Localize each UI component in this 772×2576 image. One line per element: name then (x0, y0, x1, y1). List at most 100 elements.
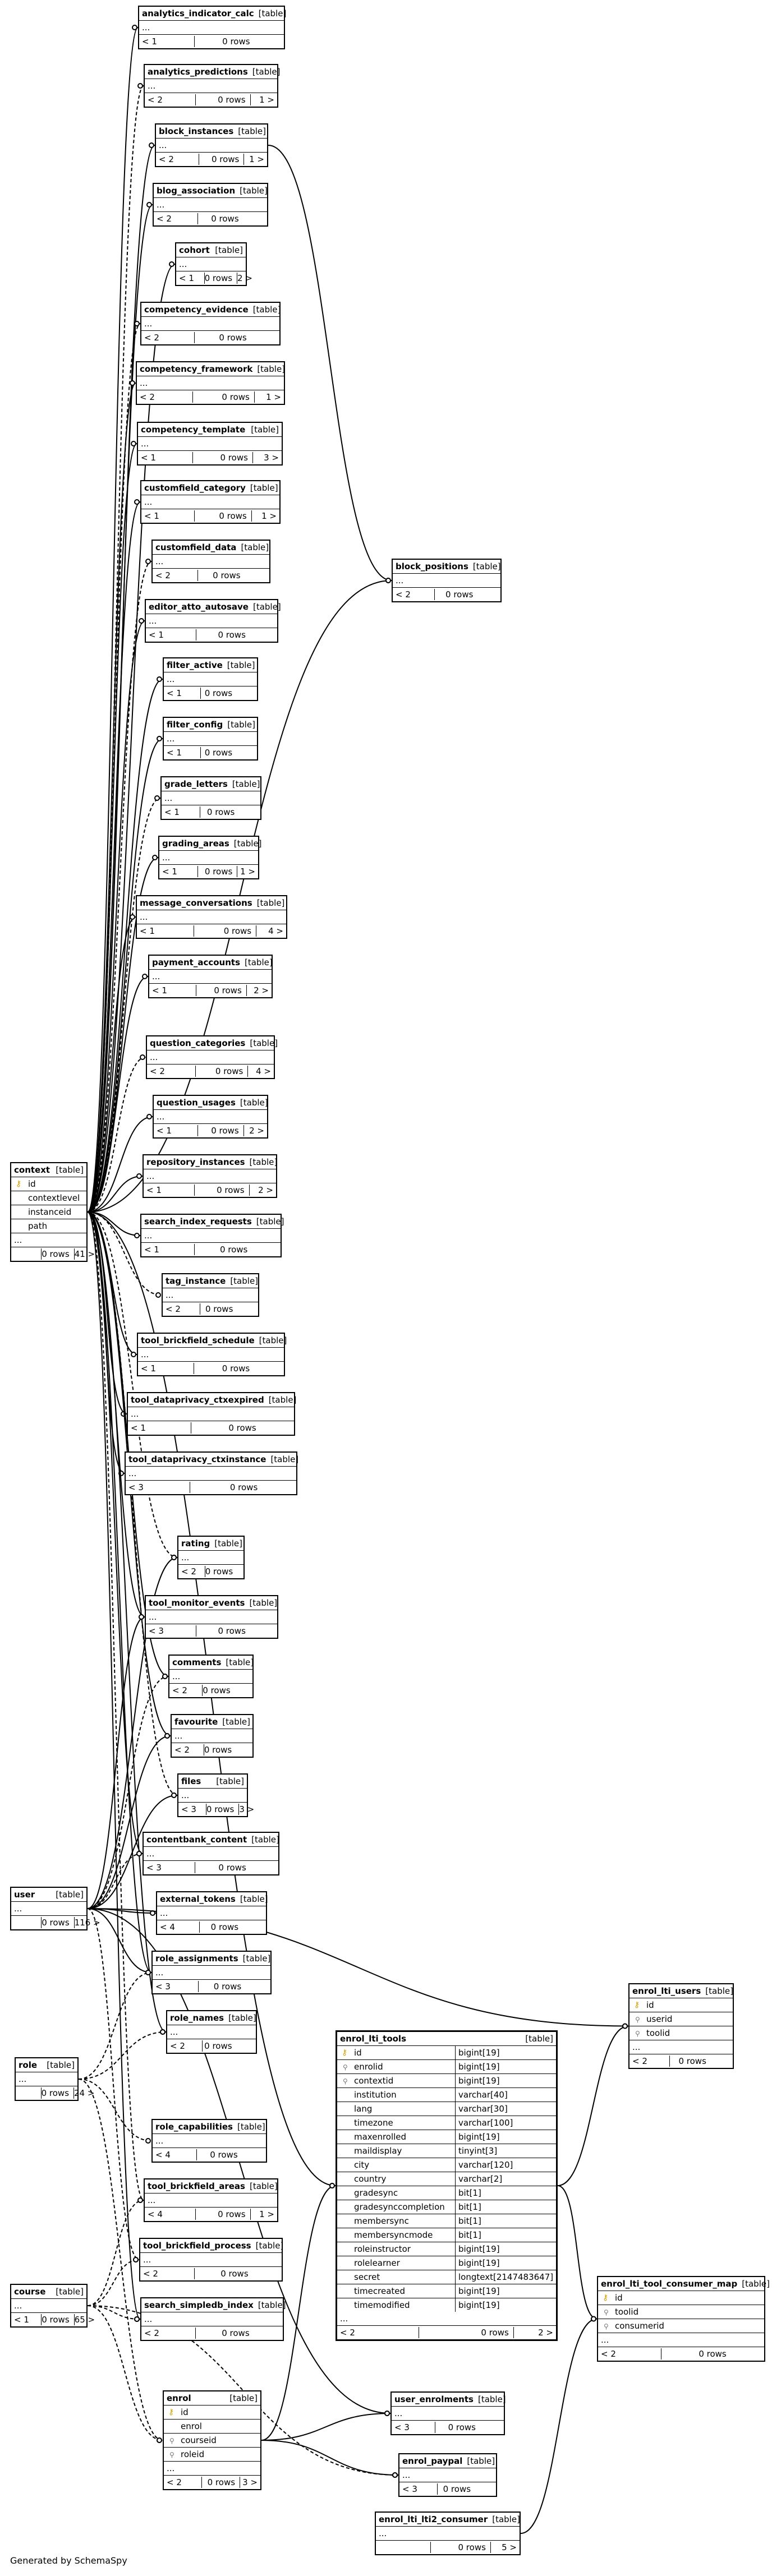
columns-ellipsis: ... (172, 1671, 181, 1681)
edge-end-marker (145, 2138, 151, 2144)
row-count: 0 rows (204, 1566, 237, 1577)
table-name: contentbank_content (146, 1835, 247, 1845)
columns-ellipsis: ... (167, 734, 175, 744)
row-count: 0 rows (435, 2422, 480, 2433)
row-count: 0 rows (193, 925, 256, 937)
edge-end-marker (139, 1614, 144, 1620)
edge-end-marker (152, 855, 158, 860)
columns-ellipsis: ... (131, 1409, 139, 1419)
parent-count: < 1 (146, 1185, 162, 1195)
columns-ellipsis: ... (166, 1290, 174, 1300)
child-count: 1 > (251, 510, 279, 522)
table-name: user_enrolments (394, 2394, 474, 2404)
relationship-edge (87, 1211, 178, 1558)
table-tool-dataprivacy-ctxinstance[interactable]: tool_dataprivacy_ctxinstance[table]...< … (125, 1451, 298, 1495)
row-count: 0 rows (430, 2542, 490, 2553)
parent-count: < 2 (140, 392, 155, 402)
table-name: enrol_lti_lti2_consumer (379, 2514, 488, 2524)
column-name: institution (354, 2090, 397, 2100)
parent-count: < 2 (144, 2328, 159, 2338)
edge-end-marker (136, 1851, 142, 1856)
table-enrol-lti-tool-consumer-map[interactable]: enrol_lti_tool_consumer_map[table] ⚷id ⚲… (597, 2276, 770, 2362)
relationship-edge (78, 2031, 167, 2080)
column-type: varchar[2] (455, 2172, 556, 2186)
table-context[interactable]: context[table] ⚷id contextlevel instance… (10, 1162, 95, 1262)
table-enrol-lti-users[interactable]: enrol_lti_users[table] ⚷id ⚲userid ⚲tool… (628, 1983, 734, 2069)
table-name: customfield_data (155, 542, 237, 552)
edge-end-marker (622, 2023, 628, 2029)
table-name: payment_accounts (152, 957, 240, 967)
parent-count: < 2 (150, 1066, 165, 1076)
columns-ellipsis: ... (143, 2255, 151, 2265)
table-enrol[interactable]: enrol[table] ⚷id enrol ⚲courseid ⚲roleid… (163, 2390, 261, 2490)
foreign-key-icon: ⚲ (169, 2451, 174, 2459)
table-tool-dataprivacy-ctxexpired[interactable]: tool_dataprivacy_ctxexpired[table]...< 1… (127, 1392, 296, 1436)
parent-count: < 2 (159, 154, 174, 164)
columns-ellipsis: ... (181, 1790, 190, 1800)
edge-end-marker (131, 441, 136, 446)
table-name: block_positions (396, 561, 468, 572)
child-count: 1 > (250, 2209, 277, 2220)
edge-end-marker (160, 2029, 166, 2035)
edge-end-marker (130, 914, 135, 920)
column-type: bigint[19] (455, 2060, 556, 2073)
generator-credit: Generated by SchemaSpy (10, 2555, 127, 2566)
row-count: 0 rows (201, 2040, 237, 2052)
parent-count: < 2 (157, 214, 172, 224)
edge-end-marker (157, 2437, 162, 2443)
row-count: 0 rows (196, 1625, 250, 1637)
child-count: 1 > (237, 866, 258, 877)
row-count: 0 rows (41, 1917, 73, 1928)
row-count: 0 rows (41, 2314, 73, 2325)
relationship-edge (87, 1211, 152, 1973)
